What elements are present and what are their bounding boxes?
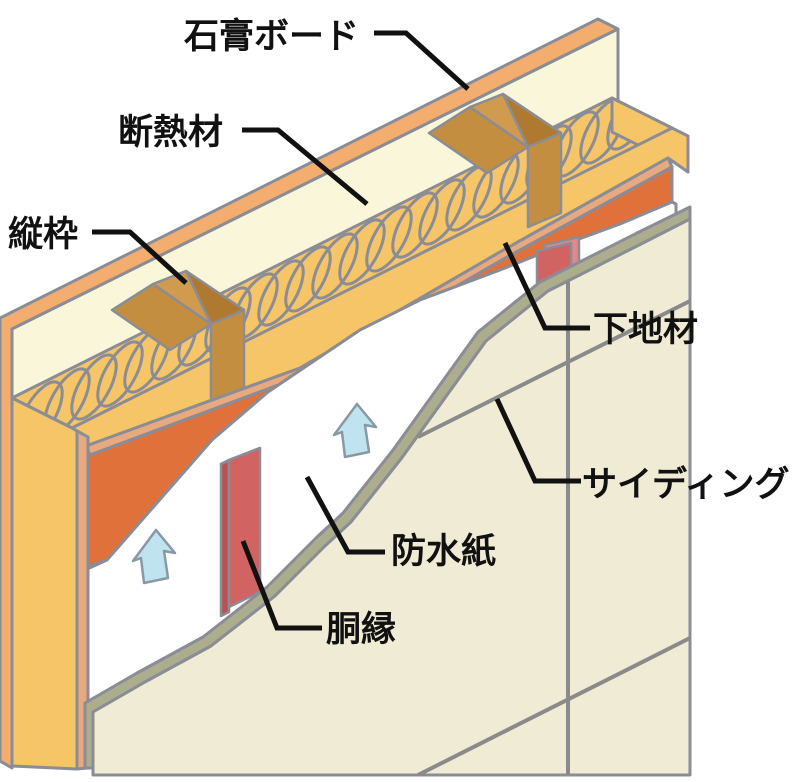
- siding-joint-horizontal: [417, 636, 691, 777]
- stud-left-column: [10, 396, 79, 771]
- siding-panel-joints: [417, 281, 691, 777]
- label-furring-strip: 胴縁: [326, 610, 396, 650]
- leader-insulation: [242, 127, 369, 206]
- leader-gypsum-board: [374, 30, 470, 91]
- siding-layer: [83, 205, 692, 777]
- stud-upper-column: [526, 131, 563, 229]
- leader-waterproof-paper: [304, 475, 385, 555]
- leader-vertical-stud: [92, 229, 188, 285]
- leader-lines: [92, 30, 590, 631]
- siding-face: [91, 217, 692, 777]
- label-insulation: 断熱材: [118, 113, 223, 153]
- label-gypsum-board: 石膏ボード: [184, 16, 359, 57]
- stud-upper: [427, 92, 563, 229]
- label-waterproof-paper: 防水紙: [391, 532, 496, 572]
- label-base-material: 下地材: [593, 310, 698, 350]
- furring-strip-main: [219, 446, 262, 618]
- labels: 石膏ボード 断熱材 縦枠 下地材 サイディング 防水紙 胴縁: [8, 16, 790, 650]
- siding-joint-horizontal: [417, 299, 691, 439]
- label-vertical-stud: 縦枠: [8, 215, 78, 255]
- label-siding: サイディング: [582, 464, 790, 505]
- furring-strip-face: [227, 446, 262, 609]
- leader-siding: [494, 397, 581, 484]
- leader-furring-strip: [240, 540, 322, 631]
- leader-base-material: [502, 241, 590, 331]
